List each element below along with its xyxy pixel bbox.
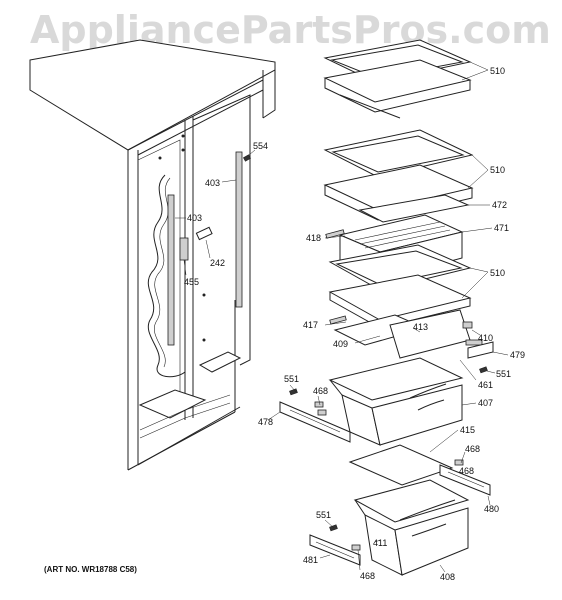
leader-lines (175, 61, 509, 573)
callout-510-top: 510 (490, 66, 505, 76)
cabinet-drawing (29, 39, 276, 471)
callout-478: 478 (258, 417, 273, 427)
callout-479: 479 (510, 350, 525, 360)
callout-403-right: 403 (205, 178, 220, 188)
callout-510-third: 510 (490, 268, 505, 278)
callout-480: 480 (484, 504, 499, 514)
callout-415: 415 (460, 425, 475, 435)
callout-468-middle: 468 (465, 444, 480, 454)
callout-labels: 510 510 472 418 471 510 417 413 410 479 … (184, 66, 525, 582)
callout-481: 481 (303, 555, 318, 565)
callout-242: 242 (210, 258, 225, 268)
callout-551-right: 551 (496, 369, 511, 379)
callout-408: 408 (440, 572, 455, 582)
callout-455: 455 (184, 277, 199, 287)
callout-410: 410 (478, 333, 493, 343)
callout-551-bottom: 551 (316, 510, 331, 520)
callout-418: 418 (306, 233, 321, 243)
callout-468-upper: 468 (313, 386, 328, 396)
shelf-assemblies (279, 39, 494, 576)
callout-468-lower-right: 468 (459, 466, 474, 476)
callout-403-left: 403 (187, 213, 202, 223)
callout-551-left: 551 (284, 374, 299, 384)
callout-554: 554 (253, 141, 268, 151)
callout-413: 413 (413, 322, 428, 332)
callout-471: 471 (494, 223, 509, 233)
callout-417: 417 (303, 320, 318, 330)
callout-407: 407 (478, 398, 493, 408)
callout-468-bottom: 468 (360, 571, 375, 581)
callout-510-second: 510 (490, 165, 505, 175)
callout-461: 461 (478, 380, 493, 390)
callout-409: 409 (333, 339, 348, 349)
art-number-label: (ART NO. WR18788 C58) (44, 565, 137, 574)
callout-411: 411 (373, 538, 387, 548)
callout-472: 472 (492, 200, 507, 210)
